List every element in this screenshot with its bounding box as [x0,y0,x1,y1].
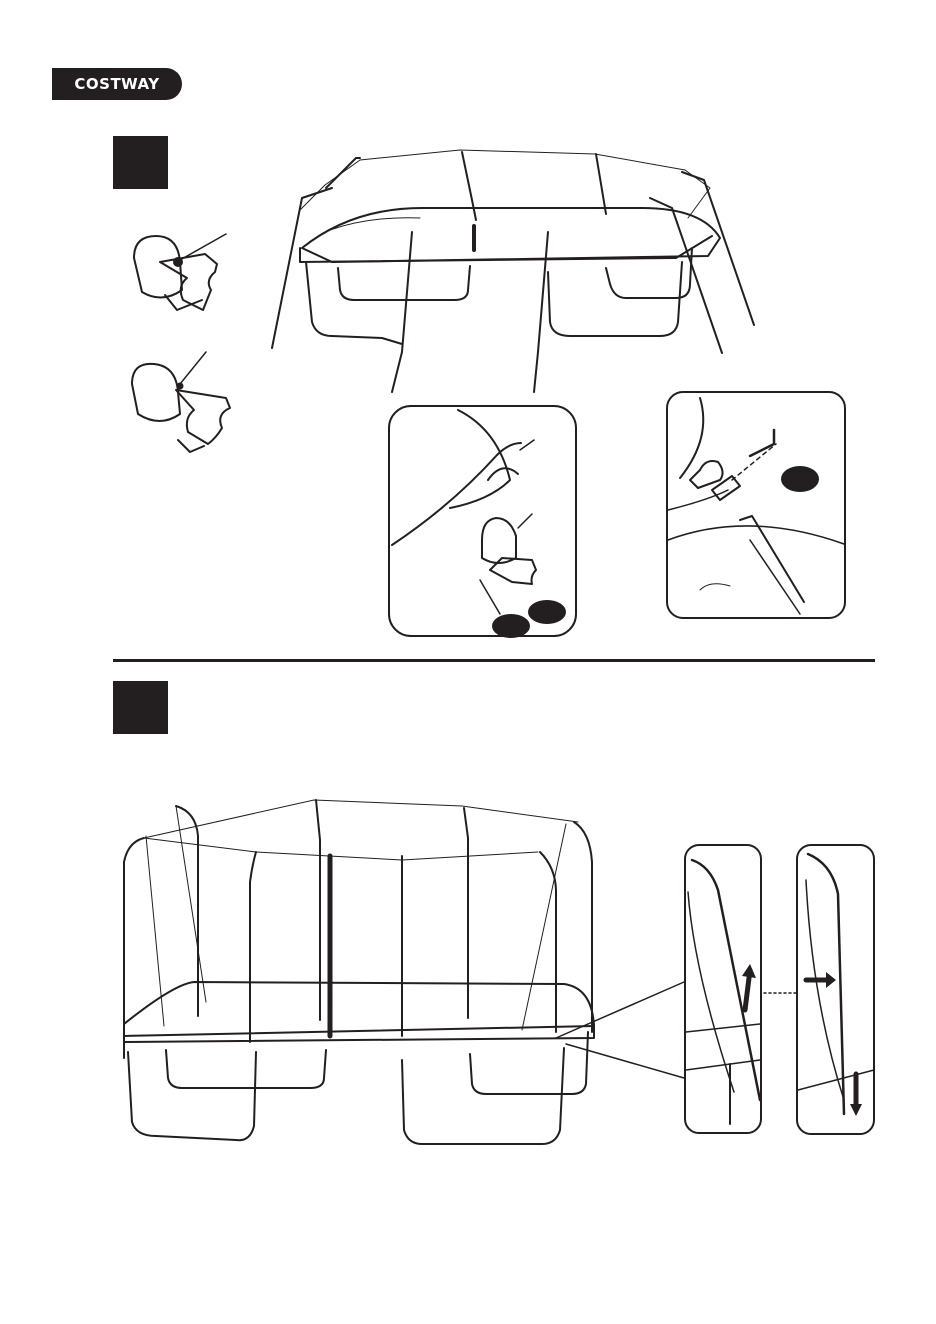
pole-cap-closeup-bottom [132,352,230,452]
detail-panel-4 [797,845,874,1134]
detail-panel-2 [667,392,845,618]
pole-cap-closeup-top [134,234,226,310]
detail-panel-3 [685,845,761,1133]
trampoline-top-view [272,150,754,392]
detail-panel-1 [389,406,576,638]
trampoline-assembled-view [124,800,684,1144]
